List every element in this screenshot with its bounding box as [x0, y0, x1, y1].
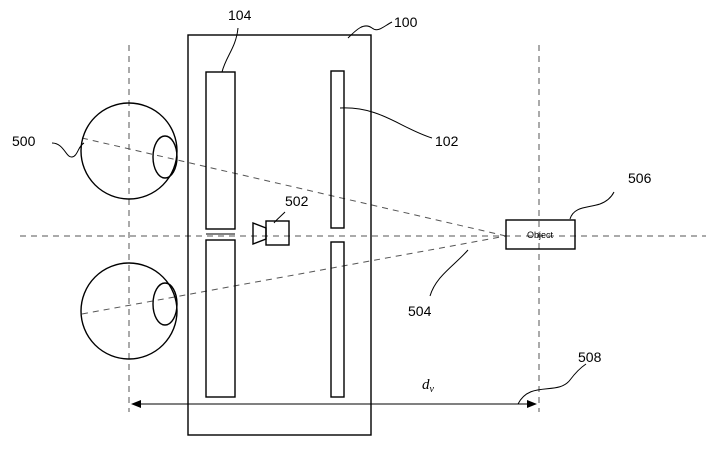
- distance-subscript: v: [430, 384, 435, 395]
- ref-506: 506: [628, 170, 652, 186]
- lens-panel-upper: [205, 71, 236, 230]
- distance-arrowhead-right: [527, 400, 537, 408]
- ref-100: 100: [394, 14, 418, 30]
- ref-504: 504: [408, 303, 432, 319]
- ref-102: 102: [435, 133, 459, 149]
- lower-eye-icon: [80, 262, 178, 360]
- display-panel-lower: [330, 241, 345, 398]
- distance-symbol: d: [422, 377, 430, 393]
- camera-icon: [252, 220, 290, 246]
- ref-500: 500: [12, 133, 36, 149]
- object-box: [505, 219, 576, 250]
- ref-502: 502: [285, 193, 309, 209]
- ref-508: 508: [578, 349, 602, 365]
- ref-104: 104: [228, 7, 252, 23]
- leader-506: [569, 191, 615, 220]
- distance-label: dv: [422, 377, 435, 395]
- leader-500: [51, 142, 85, 158]
- leader-104: [221, 27, 239, 73]
- device-housing: [187, 34, 372, 436]
- leader-102: [339, 107, 433, 139]
- leader-504: [429, 249, 469, 297]
- upper-sight-line: [81, 137, 507, 237]
- object-label: Object: [527, 230, 554, 240]
- leader-508: [517, 363, 587, 405]
- display-panel-upper: [330, 70, 345, 229]
- lens-panel-lower: [205, 239, 236, 398]
- leader-502: [273, 211, 286, 224]
- leader-100: [347, 21, 393, 39]
- upper-eye-icon: [80, 102, 178, 200]
- distance-arrowhead-left: [131, 400, 141, 408]
